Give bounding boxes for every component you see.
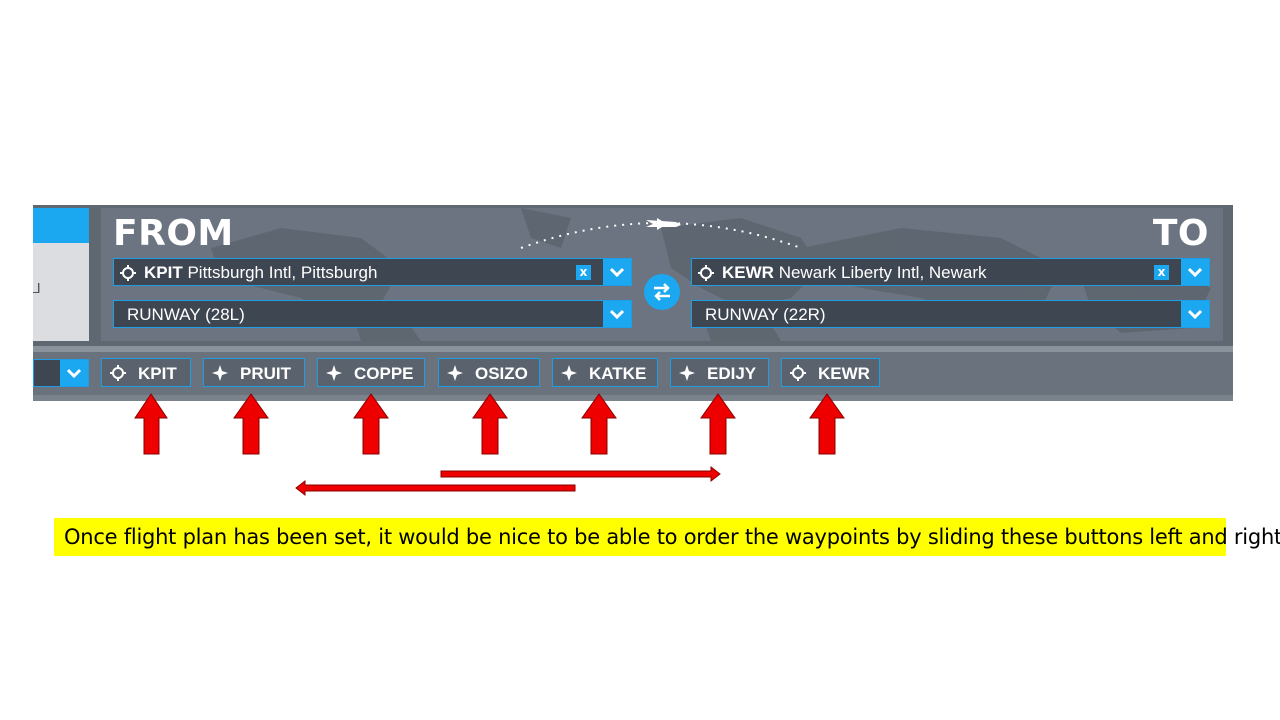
- to-title: TO: [1152, 213, 1209, 254]
- departure-name: Pittsburgh Intl, Pittsburgh: [187, 263, 378, 282]
- departure-runway-text: RUNWAY (28L): [127, 305, 245, 324]
- chevron-down-icon: [1188, 267, 1202, 277]
- up-arrow-icon: [809, 393, 845, 455]
- departure-runway-dropdown-button[interactable]: [603, 301, 631, 327]
- arrival-icao: KEWR: [722, 263, 774, 282]
- waypoint-label: KATKE: [589, 364, 647, 383]
- swap-arrows-icon: [654, 283, 670, 301]
- up-arrow-icon: [134, 393, 168, 455]
- location-target-icon: [698, 265, 714, 281]
- waypoint-button-coppe[interactable]: COPPE: [317, 358, 425, 387]
- waypoint-button-pruit[interactable]: PRUIT: [203, 358, 305, 387]
- panel-separator: [33, 346, 1233, 352]
- arrival-dropdown-button[interactable]: [1181, 259, 1209, 285]
- annotation-note-text: Once flight plan has been set, it would …: [64, 525, 1280, 549]
- waypoint-label: PRUIT: [240, 364, 291, 383]
- left-panel-accent: [33, 208, 89, 243]
- airport-icon: [790, 365, 806, 381]
- waypoint-label: EDIJY: [707, 364, 757, 383]
- departure-airport-field[interactable]: KPIT Pittsburgh Intl, Pittsburgh x: [113, 258, 632, 286]
- waypoint-star-icon: [212, 365, 228, 381]
- location-target-icon: [120, 265, 136, 281]
- waypoint-dropdown-button[interactable]: [60, 360, 88, 386]
- left-panel-glyph: ⅃: [33, 280, 41, 296]
- arrival-runway-select[interactable]: RUNWAY (22R): [691, 300, 1210, 328]
- arrival-clear-button[interactable]: x: [1154, 265, 1169, 280]
- arrival-runway-dropdown-button[interactable]: [1181, 301, 1209, 327]
- chevron-down-icon: [610, 309, 624, 319]
- waypoint-button-edijy[interactable]: EDIJY: [670, 358, 769, 387]
- plane-icon: [646, 218, 681, 230]
- right-arrow-icon: [440, 465, 721, 483]
- arrival-airport-text: KEWR Newark Liberty Intl, Newark: [722, 263, 987, 283]
- departure-icao: KPIT: [144, 263, 183, 282]
- waypoint-star-icon: [561, 365, 577, 381]
- waypoint-label: KPIT: [138, 364, 177, 383]
- departure-airport-text: KPIT Pittsburgh Intl, Pittsburgh: [144, 263, 377, 283]
- waypoint-button-katke[interactable]: KATKE: [552, 358, 658, 387]
- departure-clear-button[interactable]: x: [576, 265, 591, 280]
- left-panel-stub: ⅃: [33, 208, 89, 341]
- waypoint-star-icon: [326, 365, 342, 381]
- arrival-airport-field[interactable]: KEWR Newark Liberty Intl, Newark x: [691, 258, 1210, 286]
- waypoint-label: KEWR: [818, 364, 870, 383]
- departure-runway-select[interactable]: RUNWAY (28L): [113, 300, 632, 328]
- from-title: FROM: [113, 213, 234, 254]
- waypoint-button-osizo[interactable]: OSIZO: [438, 358, 540, 387]
- waypoint-label: OSIZO: [475, 364, 528, 383]
- up-arrow-icon: [472, 393, 508, 455]
- up-arrow-icon: [700, 393, 736, 455]
- waypoint-button-kewr[interactable]: KEWR: [781, 358, 880, 387]
- up-arrow-icon: [233, 393, 269, 455]
- arrival-name: Newark Liberty Intl, Newark: [778, 263, 987, 282]
- waypoint-button-kpit[interactable]: KPIT: [101, 358, 191, 387]
- chevron-down-icon: [1188, 309, 1202, 319]
- airport-icon: [110, 365, 126, 381]
- up-arrow-icon: [581, 393, 617, 455]
- chevron-down-icon: [610, 267, 624, 277]
- waypoint-list-dropdown[interactable]: [33, 359, 89, 387]
- waypoint-star-icon: [447, 365, 463, 381]
- swap-airports-button[interactable]: [644, 274, 680, 310]
- waypoint-label: COPPE: [354, 364, 414, 383]
- arrival-runway-text: RUNWAY (22R): [705, 305, 826, 324]
- chevron-down-icon: [67, 368, 81, 378]
- panel-bottom-strip: [33, 395, 1233, 401]
- departure-dropdown-button[interactable]: [603, 259, 631, 285]
- annotation-note: Once flight plan has been set, it would …: [54, 518, 1280, 556]
- left-arrow-icon: [295, 479, 576, 497]
- up-arrow-icon: [353, 393, 389, 455]
- waypoint-star-icon: [679, 365, 695, 381]
